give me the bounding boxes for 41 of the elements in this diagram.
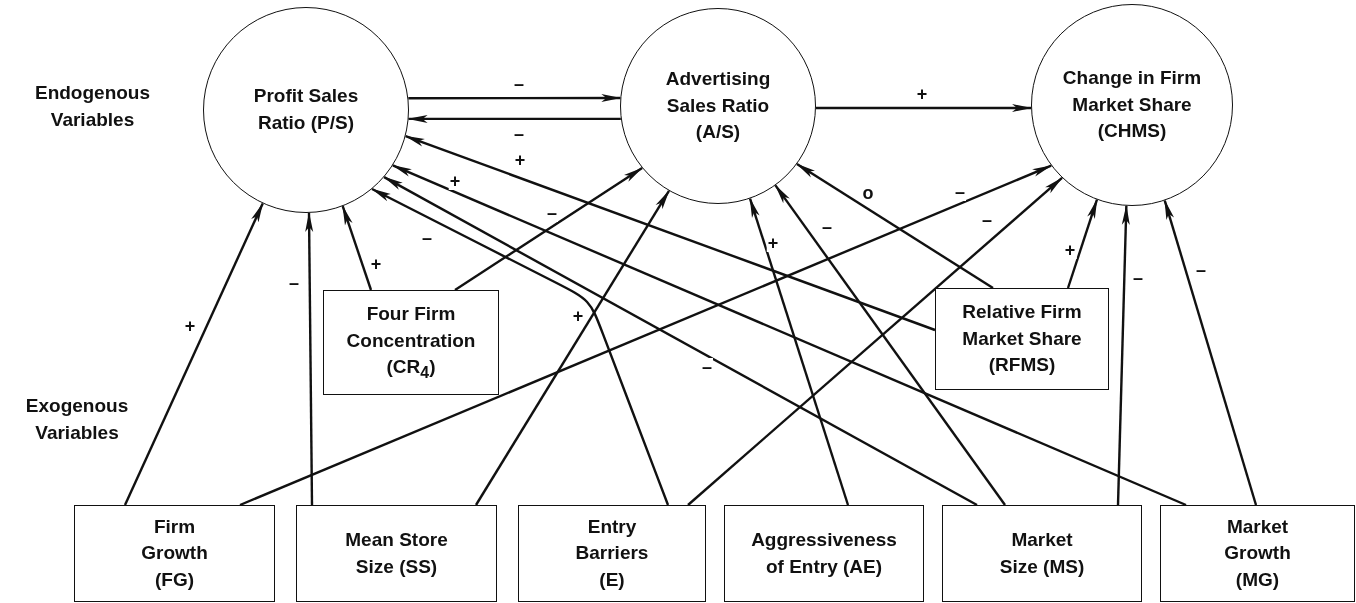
arrow — [404, 135, 936, 332]
variable-box — [74, 505, 275, 602]
arrow — [123, 202, 264, 506]
arrow — [239, 164, 1053, 507]
variable-box — [518, 505, 706, 602]
arrow — [1066, 198, 1099, 289]
variable-box — [296, 505, 497, 602]
arrow — [341, 205, 373, 291]
variable-name: Profit Sales Ratio (P/S) — [252, 84, 360, 135]
variable-name: Entry Barriers (E) — [574, 514, 650, 592]
variable-name: Advertising Sales Ratio (A/S) — [664, 67, 772, 145]
arrow — [796, 163, 994, 289]
variable-name: Relative Firm Market Share (RFMS) — [961, 300, 1083, 378]
arrow — [816, 104, 1033, 112]
arrow — [474, 190, 670, 506]
arrow — [371, 188, 670, 506]
arrow — [687, 176, 1063, 506]
variable-box — [724, 505, 924, 602]
variable-box — [1160, 505, 1355, 602]
arrow — [383, 176, 978, 507]
arrow — [391, 164, 1187, 507]
arrow — [1163, 199, 1258, 506]
variable-box — [935, 288, 1109, 390]
arrow — [408, 94, 622, 103]
arrow — [305, 211, 314, 505]
variable-box — [323, 290, 499, 395]
group-label: Endogenous Variables — [33, 81, 152, 132]
variable-name: Change in Firm Market Share (CHMS) — [1061, 66, 1203, 144]
variable-name: Market Size (MS) — [998, 527, 1086, 579]
arrow — [454, 167, 643, 291]
variable-name: Mean Store Size (SS) — [344, 527, 449, 579]
arrow — [748, 197, 850, 506]
variable-name: Four Firm Concentration (CR$_{4}$) — [345, 301, 477, 383]
variable-name: Market Growth (MG) — [1223, 514, 1292, 592]
arrow — [774, 184, 1006, 506]
arrow — [407, 114, 621, 123]
arrow — [1116, 204, 1130, 506]
variable-box — [942, 505, 1142, 602]
group-label: Exogenous Variables — [24, 394, 130, 445]
variable-name: Firm Growth (FG) — [140, 514, 209, 592]
variable-name: Aggressiveness of Entry (AE) — [750, 527, 898, 579]
